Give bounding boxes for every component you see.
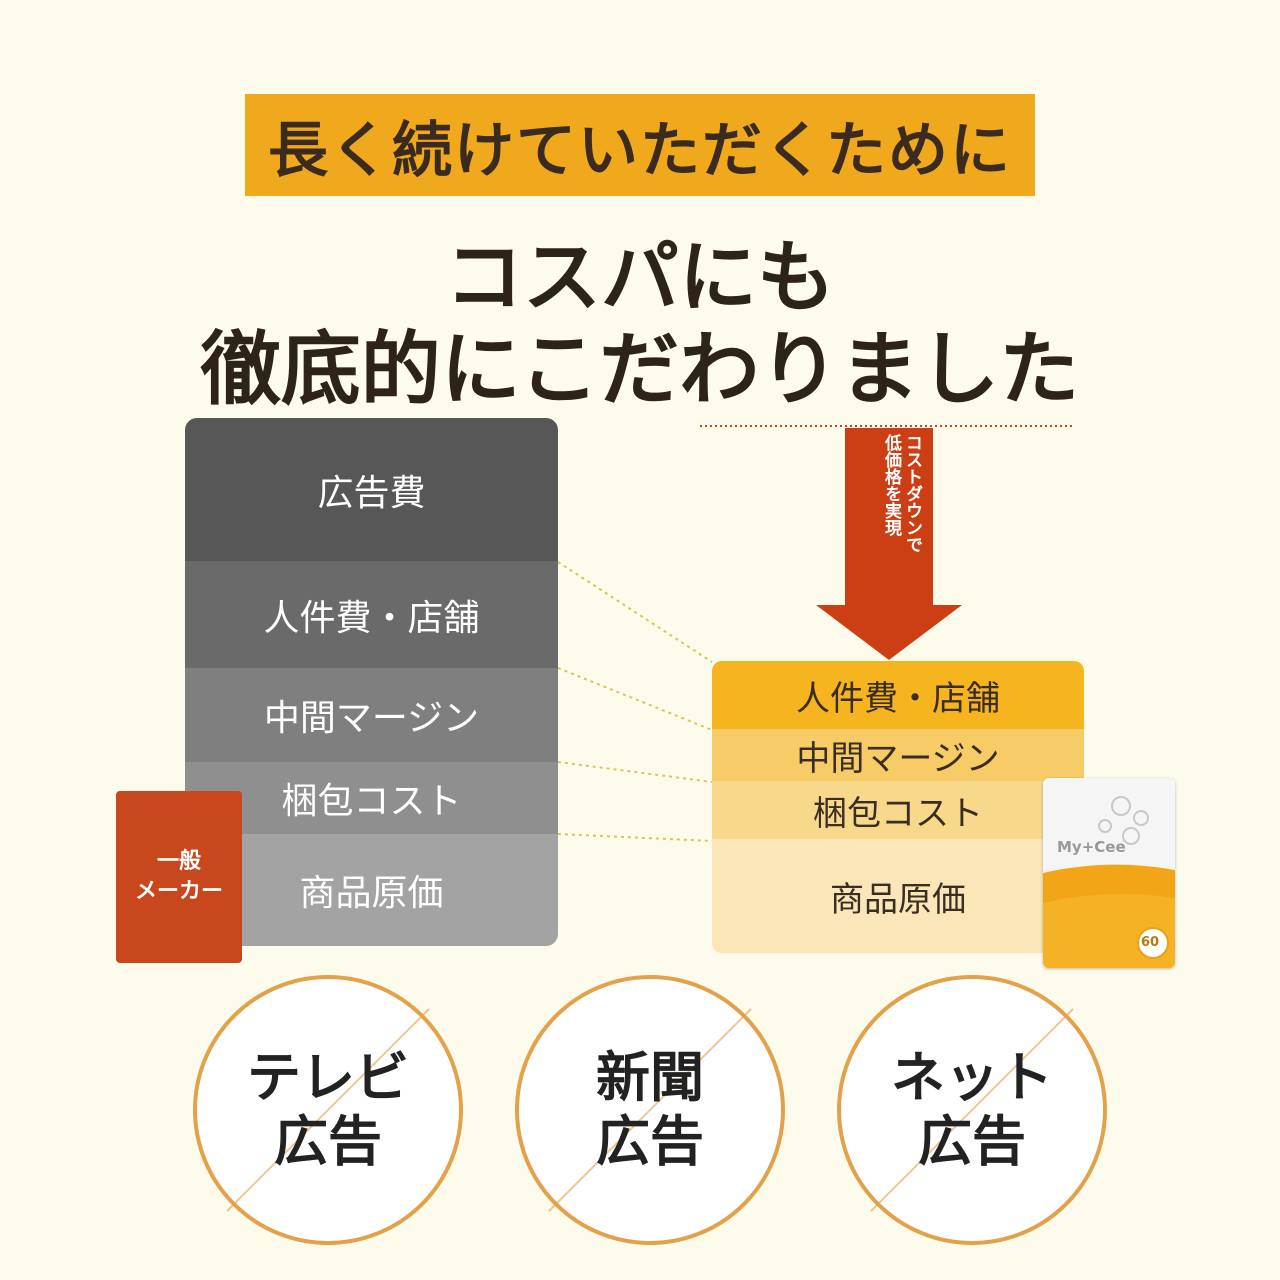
segment-packaging: 梱包コスト — [185, 762, 558, 834]
ad-label-line-2: 広告 — [918, 1110, 1026, 1173]
pouch-graphic — [1043, 778, 1175, 968]
badge-line-1: 一般 — [156, 849, 201, 874]
segment-label: 商品原価 — [299, 873, 444, 914]
strike-line — [870, 1008, 1074, 1212]
connector-line — [557, 761, 713, 783]
segment-label: 中間マージン — [796, 738, 1000, 779]
ad-label-line-1: テレビ — [247, 1046, 409, 1109]
segment-label: 中間マージン — [263, 698, 480, 739]
ad-label: テレビ広告 — [197, 979, 459, 1241]
segment-label: 広告費 — [317, 472, 426, 514]
top-banner: 長く続けていただくために — [245, 94, 1035, 196]
ad-label: ネット広告 — [841, 979, 1103, 1241]
ad-circle-internet: ネット広告 — [837, 975, 1107, 1245]
segment-product-cost: 商品原価 — [185, 834, 558, 946]
our-segment-product-cost: 商品原価 — [712, 839, 1084, 953]
segment-middle-margin: 中間マージン — [185, 668, 558, 762]
ad-circle-newspaper: 新聞広告 — [515, 975, 785, 1245]
connector-line — [557, 561, 713, 663]
strike-line — [548, 1008, 752, 1212]
general-maker-badge: 一般 メーカー — [116, 791, 242, 963]
ad-label-line-2: 広告 — [596, 1110, 704, 1173]
segment-label: 人件費・店舗 — [796, 678, 1000, 719]
our-segment-labor-store: 人件費・店舗 — [712, 661, 1084, 729]
cost-down-arrow — [816, 428, 962, 660]
segment-label: 梱包コスト — [281, 781, 462, 822]
banner-text: 長く続けていただくために — [268, 115, 1012, 186]
pouch-brand: My+Cee — [1057, 838, 1126, 856]
connector-line — [557, 833, 713, 842]
ad-label-line-1: 新聞 — [596, 1046, 704, 1109]
headline-line-1: コスパにも — [444, 232, 835, 323]
strike-line — [226, 1008, 430, 1212]
segment-label: 人件費・店舗 — [263, 597, 480, 639]
general-maker-cost-stack: 広告費 人件費・店舗 中間マージン 梱包コスト 商品原価 — [185, 418, 558, 946]
headline-line-2: 徹底的にこだわりました — [200, 322, 1080, 416]
arrow-caption: コストダウンで 低価格を実現 — [862, 434, 922, 624]
pouch-count: 60 — [1141, 935, 1160, 950]
our-segment-packaging: 梱包コスト — [712, 781, 1084, 839]
ad-circle-tv: テレビ広告 — [193, 975, 463, 1245]
badge-line-2: メーカー — [134, 879, 223, 904]
our-segment-middle-margin: 中間マージン — [712, 729, 1084, 781]
our-product-cost-stack: 人件費・店舗 中間マージン 梱包コスト 商品原価 — [712, 661, 1084, 953]
segment-ad-cost: 広告費 — [185, 418, 558, 561]
arrow-caption-col-1: コストダウンで — [902, 434, 922, 553]
segment-labor-store: 人件費・店舗 — [185, 561, 558, 668]
connector-line — [557, 667, 713, 731]
ad-label: 新聞広告 — [519, 979, 781, 1241]
segment-label: 梱包コスト — [813, 793, 983, 834]
product-pouch-image: My+Cee 60 — [1043, 778, 1175, 968]
arrow-caption-col-2: 低価格を実現 — [881, 434, 901, 536]
ad-label-line-1: ネット — [891, 1046, 1053, 1109]
segment-label: 商品原価 — [830, 879, 966, 920]
ad-label-line-2: 広告 — [274, 1110, 382, 1173]
